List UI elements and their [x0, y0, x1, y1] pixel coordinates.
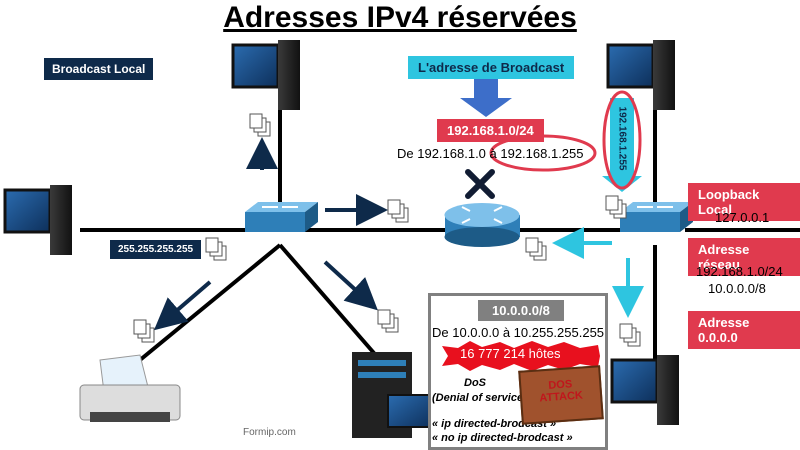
arrow-icon [153, 137, 388, 331]
broadcast-address-label: L'adresse de Broadcast [408, 56, 575, 79]
range-text: De 192.168.1.0 à 192.168.1.255 [397, 146, 584, 161]
printer-icon [79, 354, 181, 422]
computer-icon [3, 185, 72, 255]
document-stack-icon [387, 199, 409, 223]
broadcast-mask-label: 255.255.255.255 [110, 240, 202, 259]
loopback-ip: 127.0.0.1 [715, 210, 770, 225]
document-stack-icon [205, 237, 227, 261]
dos-network-label: 10.0.0.0/8 [478, 300, 564, 321]
loopback-label: Loopback Local [688, 183, 800, 221]
title-bar [0, 0, 800, 36]
dos-command-2: « no ip directed-brodcast » [432, 432, 573, 444]
arrow-icon [552, 227, 644, 318]
network-ip-1: 192.168.1.0/24 [696, 264, 783, 279]
document-stack-icon [619, 323, 641, 347]
highlight-ellipse [602, 90, 642, 190]
hosts-burst [442, 341, 600, 371]
broadcast-local-label: Broadcast Local [44, 58, 154, 80]
document-stack-icon [525, 237, 547, 261]
computer-icon [606, 40, 675, 110]
dos-attack-sign: DOS ATTACK [518, 365, 604, 425]
switch-icon [620, 202, 693, 232]
dos-subtitle: (Denial of service) [432, 392, 527, 404]
network-address-label: Adresse réseau [688, 238, 800, 276]
document-stack-icon [249, 113, 271, 137]
computer-icon [231, 40, 300, 110]
dos-range-text: De 10.0.0.0 à 10.255.255.255 [432, 325, 605, 340]
router-icon [444, 203, 520, 247]
document-stack-icon [133, 319, 155, 343]
address-zero-label: Adresse 0.0.0.0 [688, 311, 800, 349]
vertical-ip-text: 192.168.1.255 [616, 106, 628, 170]
server-icon [352, 352, 434, 438]
network-ip-2: 10.0.0.0/8 [708, 281, 766, 296]
network-links [80, 110, 800, 362]
network-label: 192.168.1.0/24 [437, 119, 544, 142]
computer-icon [610, 355, 679, 425]
switch-icon [245, 202, 318, 232]
page-title: Adresses IPv4 réservées [223, 1, 577, 34]
vertical-ip-container: 192.168.1.255 [610, 102, 634, 174]
arrow-icon [602, 98, 642, 192]
arrow-icon [460, 78, 512, 117]
dos-title: DoS [464, 377, 486, 389]
blocked-x-icon [465, 169, 495, 199]
document-stack-icon [605, 195, 627, 219]
document-stack-icon [377, 309, 399, 333]
hosts-count: 16 777 214 hôtes [460, 346, 561, 361]
credit-text: Formip.com [243, 427, 296, 438]
